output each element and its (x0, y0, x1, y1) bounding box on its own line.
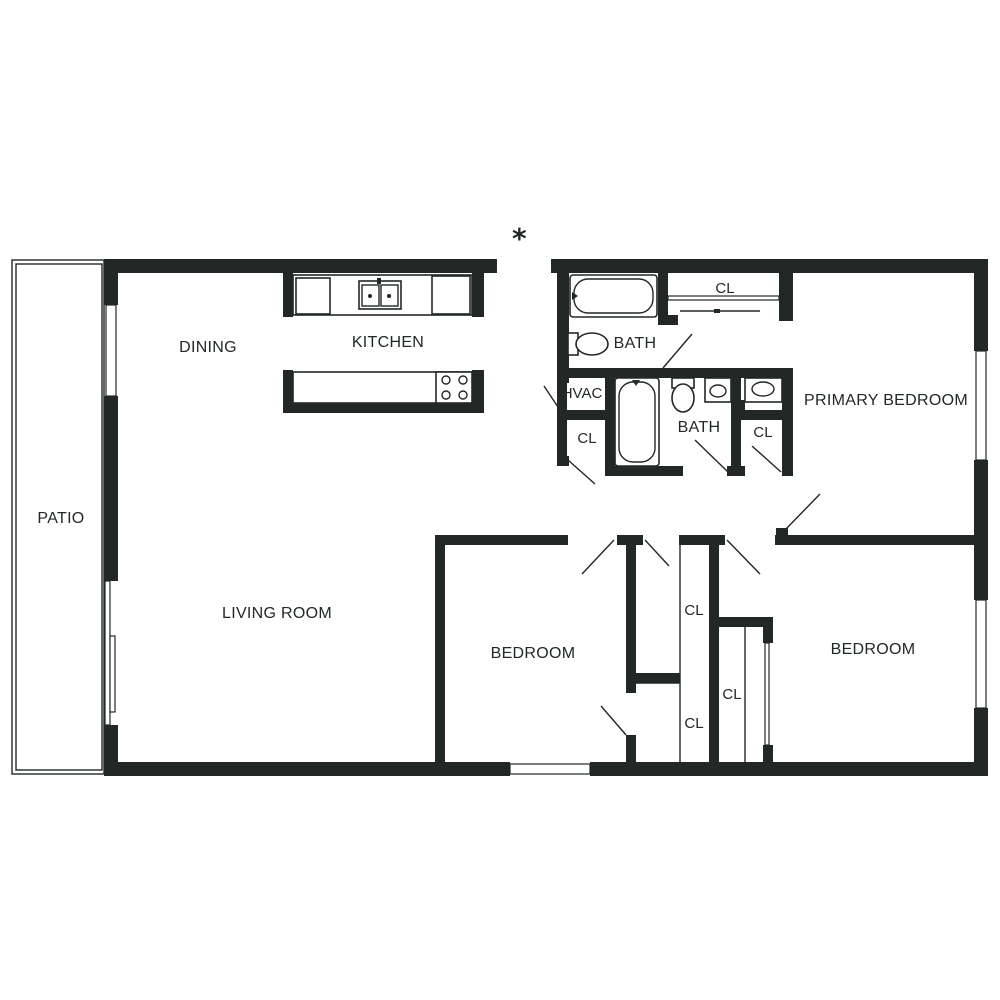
closet-top-shelf (667, 295, 780, 313)
vanity-sink-icon (744, 377, 783, 403)
toilet-icon (567, 332, 609, 356)
stove-icon (435, 371, 473, 404)
bathtub-icon (614, 377, 660, 467)
windows (105, 304, 987, 775)
room-label-bedroom: BEDROOM (831, 641, 916, 658)
room-label-bedroom: BEDROOM (491, 645, 576, 662)
bathtub-icon (569, 274, 658, 318)
vanity-sink-icon (704, 377, 732, 403)
room-label-closet: CL (684, 715, 703, 732)
room-label-bath: BATH (678, 419, 721, 436)
patio-sliding-door (104, 580, 116, 726)
room-label-closet: CL (577, 430, 596, 447)
room-label-kitchen: KITCHEN (352, 334, 424, 351)
room-label-hvac: HVAC (562, 385, 603, 402)
room-label-closet: CL (753, 424, 772, 441)
room-label-living-room: LIVING ROOM (222, 605, 332, 622)
dishwasher-icon (295, 277, 331, 315)
room-label-patio: PATIO (37, 510, 84, 527)
room-label-bath: BATH (614, 335, 657, 352)
room-label-closet: CL (722, 686, 741, 703)
room-label-dining: DINING (179, 339, 237, 356)
room-label-closet: CL (715, 280, 734, 297)
closet-shelves (636, 545, 770, 762)
exterior-walls (104, 259, 988, 776)
sink-icon (358, 278, 402, 310)
room-label-closet: CL (684, 602, 703, 619)
unit-marker: * (512, 222, 527, 255)
toilet-icon (671, 377, 695, 413)
interior-walls (435, 528, 988, 767)
refrigerator-icon (431, 275, 471, 315)
doors (543, 333, 821, 736)
room-label-primary-bedroom: PRIMARY BEDROOM (804, 392, 968, 409)
bath-walls (557, 259, 793, 476)
